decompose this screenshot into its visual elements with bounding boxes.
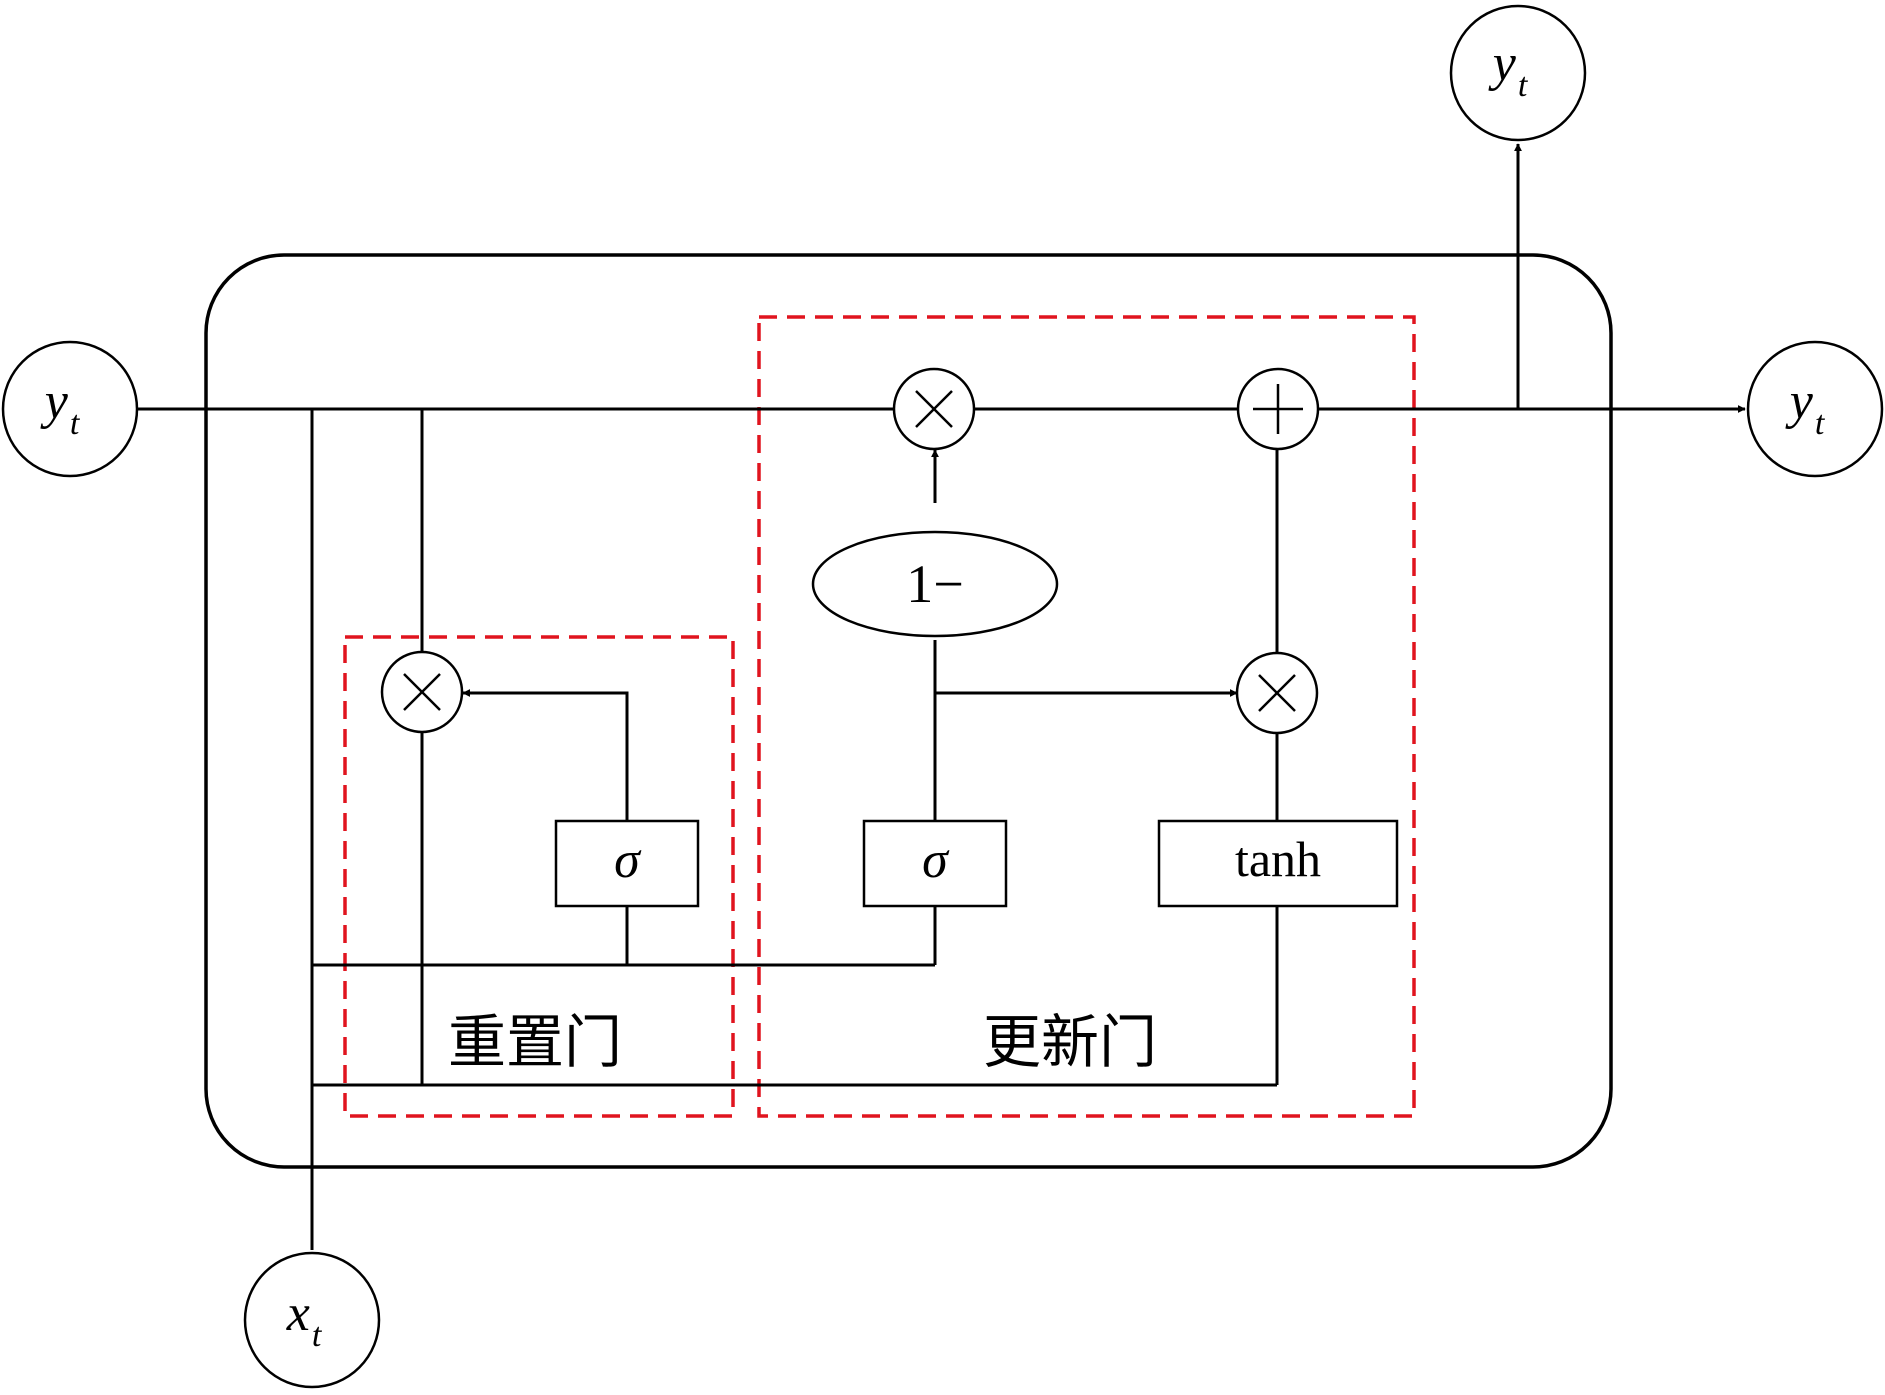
update-sigma-label: σ [922, 832, 950, 889]
output-right-sub: t [1815, 405, 1826, 442]
reset-sigma-label: σ [614, 832, 642, 889]
svg-text:yt: yt [1488, 35, 1529, 104]
output-right-node: yt [1746, 340, 1884, 478]
output-top-var: y [1488, 35, 1517, 92]
input-left-var: y [40, 373, 69, 430]
svg-text:xt: xt [286, 1285, 323, 1354]
one-minus-op: 1− [811, 530, 1059, 638]
add-top-op [1236, 367, 1320, 451]
reset-sigma-gate: σ [554, 819, 700, 908]
multiply-top-op [892, 367, 976, 451]
multiply-reset-op [380, 650, 464, 734]
tanh-label: tanh [1235, 831, 1321, 887]
multiply-update-op [1235, 651, 1319, 735]
update-sigma-gate: σ [862, 819, 1008, 908]
reset-sigma-output [462, 689, 629, 821]
output-top-sub: t [1518, 67, 1529, 104]
output-right-var: y [1785, 373, 1814, 430]
update-gate-label: 更新门 [983, 1008, 1157, 1076]
input-bottom-var: x [286, 1285, 310, 1342]
candidate-tanh-gate: tanh [1157, 819, 1399, 908]
input-bottom-sub: t [312, 1317, 323, 1354]
output-top-node: yt [1449, 4, 1587, 142]
input-left-node: yt [1, 340, 139, 478]
input-bottom-node: xt [243, 1251, 381, 1389]
cell-frame [204, 253, 1613, 1169]
input-left-sub: t [70, 405, 81, 442]
reset-gate-region [343, 635, 735, 1118]
svg-text:yt: yt [40, 373, 81, 442]
one-minus-label: 1− [906, 554, 963, 614]
update-gate-region [757, 315, 1416, 1118]
svg-text:yt: yt [1785, 373, 1826, 442]
reset-gate-label: 重置门 [448, 1008, 622, 1076]
